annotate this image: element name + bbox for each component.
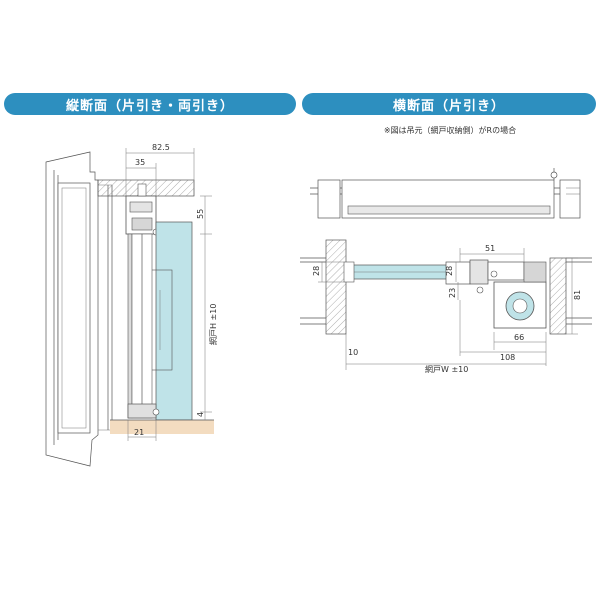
horizontal-section-header: 横断面（片引き）: [302, 93, 596, 115]
screen-rails: [127, 233, 153, 419]
dim-width: 網戸W ±10: [425, 364, 468, 374]
vertical-section-header: 縦断面（片引き・両引き）: [4, 93, 296, 115]
dim-10: 10: [348, 348, 358, 357]
screen-panel: [155, 221, 193, 421]
bottom-rail: [127, 403, 160, 419]
dim-35: 35: [135, 158, 145, 167]
dim-23: 23: [448, 288, 457, 298]
floor-sill: [110, 420, 214, 434]
dim-108: 108: [500, 353, 515, 362]
left-bracket: [343, 261, 355, 283]
dim-81: 81: [573, 290, 582, 300]
dim-28-right: 28: [445, 266, 454, 276]
dim-height: 網戸H ±10: [208, 304, 218, 345]
right-wall-hatch: [549, 257, 567, 335]
dim-82-5: 82.5: [152, 143, 170, 152]
dim-55: 55: [196, 209, 205, 219]
vertical-section-drawing: 82.5 35 55 網戸H ±10 4 21: [45, 143, 218, 467]
horizontal-dimensions: [318, 248, 578, 370]
dim-4: 4: [196, 412, 205, 417]
dim-28-left: 28: [312, 266, 321, 276]
dim-21: 21: [134, 428, 144, 437]
top-frame: [310, 168, 581, 219]
vertical-dimensions: [125, 148, 212, 441]
dim-66: 66: [514, 333, 524, 342]
left-wall-hatch: [325, 239, 347, 335]
screen-cassette: [445, 259, 547, 329]
top-rail: [125, 183, 160, 236]
window-sash: [45, 151, 113, 467]
diagram-note: ※図は吊元（網戸収納側）がRの場合: [383, 126, 517, 135]
dim-51: 51: [485, 244, 495, 253]
horizontal-section-drawing: 51 28 28 23 81 66 108 10 網戸W ±10: [300, 168, 592, 374]
